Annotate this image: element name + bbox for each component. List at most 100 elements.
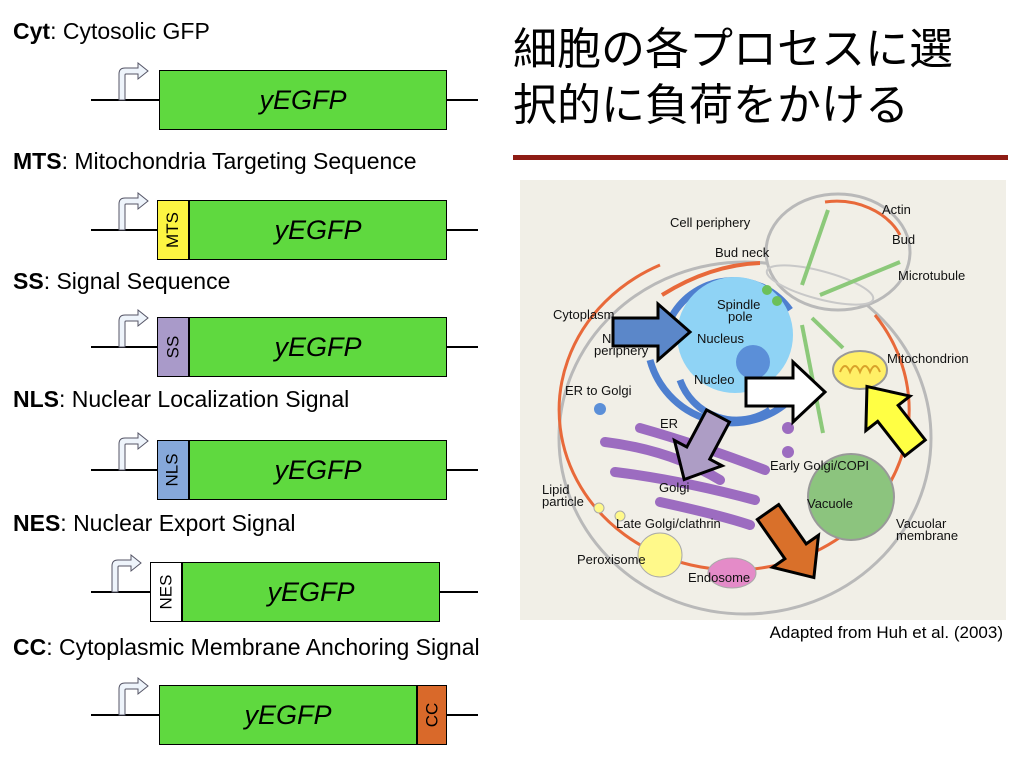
construct-abbr: MTS	[13, 148, 62, 174]
yeast-cell-diagram: Cell periphery Bud neck Actin Bud Microt…	[520, 180, 1006, 620]
label-bud: Bud	[892, 232, 915, 247]
cell-wall	[557, 260, 933, 616]
golgi-vesicle	[782, 422, 794, 434]
label-nucleolus: Nucleo	[694, 372, 734, 387]
label-actin: Actin	[882, 202, 911, 217]
er-to-golgi-vesicle	[594, 403, 606, 415]
gene-name: yEGFP	[274, 214, 362, 245]
label-early-golgi: Early Golgi/COPI	[770, 458, 869, 473]
gene-name: yEGFP	[274, 454, 362, 485]
label-er: ER	[660, 416, 678, 431]
spindle-pole-1	[762, 285, 772, 295]
bud-neck	[765, 264, 875, 306]
arrow-mitochondrion	[864, 384, 928, 459]
title-divider	[513, 155, 1008, 160]
construct-description: : Mitochondria Targeting Sequence	[61, 148, 417, 174]
arrow-cytoplasm	[744, 358, 828, 426]
promoter-arrow-icon	[118, 432, 149, 471]
gfp-gene-box: yEGFP	[159, 685, 417, 745]
nucleolus	[736, 345, 770, 379]
bud-actin	[824, 199, 902, 236]
cell-labels: Cell periphery Bud neck Actin Bud Microt…	[542, 202, 969, 585]
construct-abbr: CC	[13, 634, 47, 660]
label-lipid-particle: particle	[542, 494, 584, 509]
actin-cable	[660, 261, 761, 297]
promoter-arrow-icon	[118, 309, 149, 348]
label-peroxisome: Peroxisome	[577, 552, 646, 567]
title-line-1: 細胞の各プロセスに選	[513, 24, 953, 75]
promoter-arrow-icon	[118, 62, 149, 101]
construct-label: CC: Cytoplasmic Membrane Anchoring Signa…	[13, 634, 480, 661]
construct-abbr: NES	[13, 510, 61, 536]
gfp-gene-box: yEGFP	[189, 440, 447, 500]
promoter-arrow-icon	[118, 677, 149, 716]
signal-tag-box: NES	[150, 562, 182, 622]
signal-tag-box: SS	[157, 317, 189, 377]
label-late-golgi: Late Golgi/clathrin	[616, 516, 721, 531]
label-cell-periphery: Cell periphery	[670, 215, 751, 230]
construct-description: : Cytosolic GFP	[50, 18, 210, 44]
signal-tag-label: CC	[422, 702, 441, 728]
label-er-to-golgi: ER to Golgi	[565, 383, 632, 398]
slide-title: 細胞の各プロセスに選 択的に負荷をかける	[513, 22, 1013, 134]
promoter-arrow-icon	[118, 192, 149, 231]
construct-label: MTS: Mitochondria Targeting Sequence	[13, 148, 417, 175]
arrow-nucleus	[611, 300, 693, 364]
label-spindle-pole: pole	[728, 309, 753, 324]
label-endosome: Endosome	[688, 570, 750, 585]
label-lipid: Lipid	[542, 482, 569, 497]
signal-tag-label: NES	[156, 574, 175, 610]
signal-tag-label: SS	[163, 335, 182, 359]
label-nucleus: Nucleus	[697, 331, 744, 346]
spindle-pole-2	[772, 296, 782, 306]
label-spindle: Spindle	[717, 297, 760, 312]
lipid-particle	[593, 502, 605, 514]
construct-description: : Nuclear Export Signal	[60, 510, 296, 536]
gfp-gene-box: yEGFP	[159, 70, 447, 130]
label-n-periphery: N	[602, 331, 611, 346]
construct-abbr: SS	[13, 268, 44, 294]
gfp-gene-box: yEGFP	[189, 317, 447, 377]
label-bud-neck: Bud neck	[715, 245, 770, 260]
label-mitochondrion: Mitochondrion	[887, 351, 969, 366]
signal-tag-label: MTS	[163, 212, 183, 248]
figure-caption: Adapted from Huh et al. (2003)	[769, 623, 1003, 642]
gene-name: yEGFP	[259, 84, 347, 115]
targeting-arrows	[611, 300, 928, 580]
label-golgi: Golgi	[659, 480, 689, 495]
construct-abbr: NLS	[13, 386, 59, 412]
signal-tag-box: NLS	[157, 440, 189, 500]
construct-label: NES: Nuclear Export Signal	[13, 510, 296, 537]
construct-label: SS: Signal Sequence	[13, 268, 230, 295]
label-microtubule: Microtubule	[898, 268, 965, 283]
lipid-particle	[614, 510, 626, 522]
signal-tag-box: CC	[417, 685, 447, 745]
vacuole	[807, 453, 895, 541]
mitochondrion-cristae	[839, 365, 881, 375]
arrow-membrane	[755, 502, 821, 580]
construct-description: : Nuclear Localization Signal	[59, 386, 350, 412]
golgi-vesicle	[782, 446, 794, 458]
gene-name: yEGFP	[274, 331, 362, 362]
gfp-gene-box: yEGFP	[189, 200, 447, 260]
construct-label: Cyt: Cytosolic GFP	[13, 18, 210, 45]
gfp-gene-box: yEGFP	[182, 562, 440, 622]
label-cytoplasm: Cytoplasm	[553, 307, 614, 322]
peroxisome	[637, 532, 683, 578]
label-vacuole: Vacuole	[807, 496, 853, 511]
construct-description: : Cytoplasmic Membrane Anchoring Signal	[46, 634, 480, 660]
construct-description: : Signal Sequence	[43, 268, 231, 294]
endosome	[707, 557, 757, 589]
label-vacuolar-membrane: membrane	[896, 528, 958, 543]
gene-name: yEGFP	[267, 576, 355, 607]
signal-tag-box: MTS	[157, 200, 189, 260]
promoter-arrow-icon	[111, 554, 142, 593]
gene-name: yEGFP	[244, 699, 332, 730]
signal-tag-label: NLS	[163, 453, 183, 487]
title-line-2: 択的に負荷をかける	[513, 80, 909, 131]
arrow-er-golgi	[672, 407, 732, 482]
construct-label: NLS: Nuclear Localization Signal	[13, 386, 349, 413]
label-vacuolar: Vacuolar	[896, 516, 947, 531]
construct-abbr: Cyt	[13, 18, 51, 44]
